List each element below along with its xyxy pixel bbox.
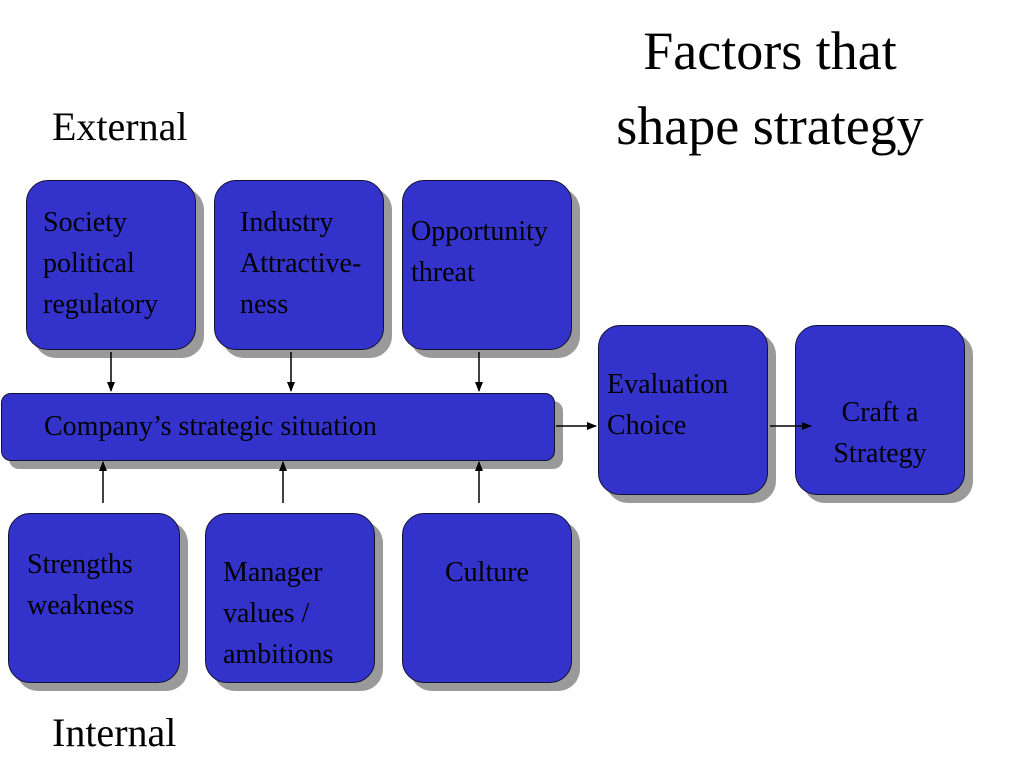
culture-box: Culture (402, 513, 572, 683)
strengths-weakness-text: Strengths weakness (27, 549, 135, 621)
company-strategic-situation-text: Company’s strategic situation (44, 411, 377, 442)
internal-label: Internal (52, 710, 177, 755)
evaluation-choice-text: Evaluation Choice (607, 369, 729, 441)
industry-attractiveness-box: Industry Attractive- ness (214, 180, 384, 350)
industry-attractiveness-text: Industry Attractive- ness (240, 207, 362, 320)
craft-a-strategy-text: Craft a Strategy (833, 397, 927, 469)
craft-a-strategy-box: Craft a Strategy (795, 325, 965, 495)
evaluation-choice-box: Evaluation Choice (598, 325, 768, 495)
opportunity-threat-box: Opportunity threat (402, 180, 572, 350)
strengths-weakness-box: Strengths weakness (8, 513, 180, 683)
company-strategic-situation-box: Company’s strategic situation (1, 393, 555, 461)
culture-text: Culture (445, 557, 529, 588)
external-label: External (52, 104, 188, 149)
society-political-regulatory-text: Society political regulatory (43, 207, 159, 320)
opportunity-threat-text: Opportunity threat (411, 216, 548, 288)
slide-title: Factors that shape strategy (616, 21, 924, 156)
society-political-regulatory-box: Society political regulatory (26, 180, 196, 350)
manager-values-ambitions-text: Manager values / ambitions (223, 557, 334, 670)
manager-values-ambitions-box: Manager values / ambitions (205, 513, 375, 683)
